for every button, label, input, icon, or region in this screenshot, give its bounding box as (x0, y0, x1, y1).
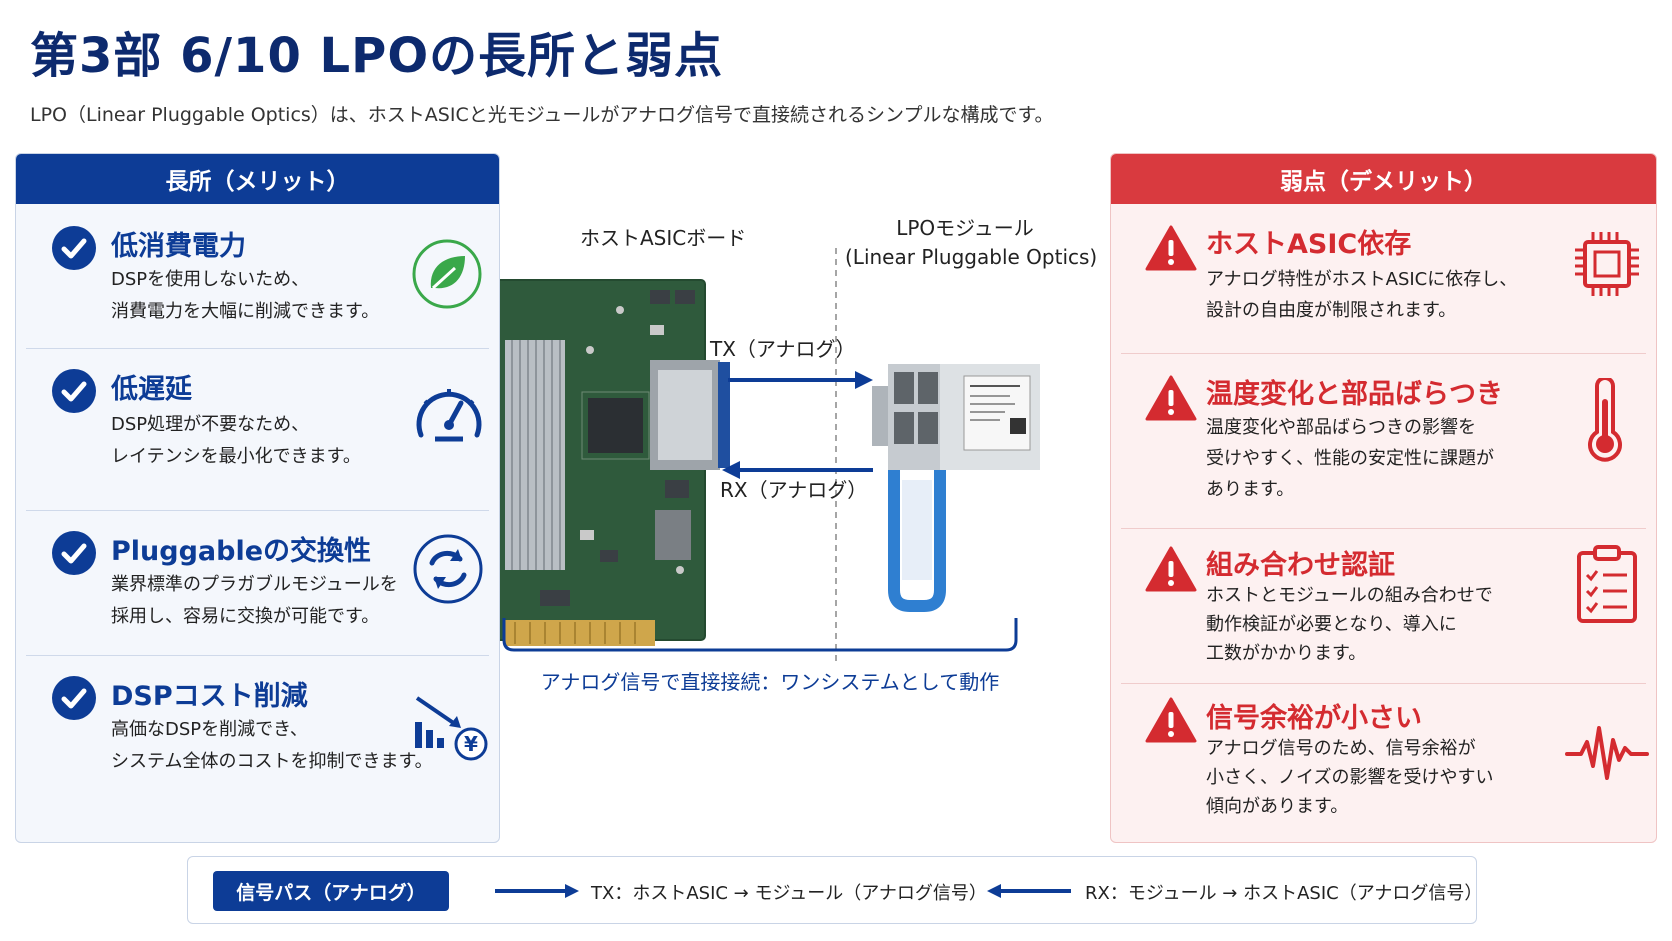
merit-title: 低消費電力 (111, 231, 246, 262)
check-icon (52, 226, 96, 270)
weakness-item: ホストASIC依存 アナログ特性がホストASICに依存し、設計の自由度が制限され… (1121, 204, 1646, 354)
lpo-connection-diagram: ホストASICボード LPOモジュール (Linear Pluggable Op… (500, 150, 1110, 750)
warning-icon (1145, 545, 1197, 593)
weakness-body: アナログ信号のため、信号余裕が小さく、ノイズの影響を受けやすい傾向があります。 (1206, 738, 1494, 817)
checklist-icon (1575, 543, 1639, 629)
merit-title: 低遅延 (111, 374, 192, 405)
tx-arrow-right (495, 884, 579, 898)
weakness-title: 組み合わせ認証 (1206, 550, 1395, 581)
weaknesses-header: 弱点（デメリット） (1111, 154, 1656, 204)
merit-item: DSPコスト削減 高価なDSPを削減でき、システム全体のコストを抑制できます。 … (26, 656, 491, 842)
weakness-item: 信号余裕が小さい アナログ信号のため、信号余裕が小さく、ノイズの影響を受けやすい… (1121, 684, 1649, 842)
tx-path-text: TX：ホストASIC → モジュール（アナログ信号） (591, 883, 987, 904)
warning-icon (1145, 374, 1197, 422)
merit-body: 高価なDSPを削減でき、システム全体のコストを抑制できます。 (111, 719, 433, 772)
merit-body: DSPを使用しないため、消費電力を大幅に削減できます。 (111, 269, 380, 322)
speedometer-icon (411, 379, 487, 449)
check-icon (52, 369, 96, 413)
weakness-title: ホストASIC依存 (1206, 229, 1412, 260)
swap-icon (412, 533, 484, 609)
leaf-icon (411, 238, 483, 314)
heatsink (505, 340, 565, 570)
page-subtitle: LPO（Linear Pluggable Optics）は、ホストASICと光モ… (30, 104, 1054, 126)
cost-down-icon: ¥ (411, 684, 491, 768)
merit-body: DSP処理が不要なため、レイテンシを最小化できます。 (111, 414, 361, 467)
merit-item: Pluggableの交換性 業界標準のプラガブルモジュールを採用し、容易に交換が… (26, 511, 489, 656)
host-asic-board (500, 279, 730, 646)
check-icon (52, 531, 96, 575)
host-board-label: ホストASICボード (580, 226, 747, 250)
weakness-body: 温度変化や部品ばらつきの影響を受けやすく、性能の安定性に課題があります。 (1206, 417, 1494, 500)
weakness-item: 組み合わせ認証 ホストとモジュールの組み合わせで動作検証が必要となり、導入に工数… (1121, 529, 1646, 684)
rx-arrow-left (987, 884, 1071, 898)
warning-icon (1145, 696, 1197, 744)
weakness-title: 温度変化と部品ばらつき (1206, 379, 1503, 410)
lpo-module (872, 364, 1040, 612)
tx-label: TX（アナログ） (710, 337, 856, 361)
waveform-icon (1565, 720, 1649, 788)
merit-title: DSPコスト削減 (111, 681, 308, 712)
weaknesses-panel: 弱点（デメリット） ホストASIC依存 アナログ特性がホストASICに依存し、設… (1110, 153, 1657, 843)
merit-item: 低遅延 DSP処理が不要なため、レイテンシを最小化できます。 (26, 349, 489, 511)
warning-icon (1145, 224, 1197, 272)
weakness-title: 信号余裕が小さい (1206, 703, 1422, 734)
weakness-item: 温度変化と部品ばらつき 温度変化や部品ばらつきの影響を受けやすく、性能の安定性に… (1121, 354, 1646, 529)
module-label: LPOモジュール (Linear Pluggable Optics) (845, 216, 1098, 269)
merit-title: Pluggableの交換性 (111, 536, 372, 567)
signal-path-bar: 信号パス（アナログ） TX：ホストASIC → モジュール（アナログ信号） RX… (187, 856, 1482, 924)
chip-icon (1571, 228, 1643, 304)
merits-header: 長所（メリット） (16, 154, 499, 204)
signal-path-pill: 信号パス（アナログ） (213, 871, 449, 911)
merit-body: 業界標準のプラガブルモジュールを採用し、容易に交換が可能です。 (111, 574, 398, 627)
rx-path-text: RX：モジュール → ホストASIC（アナログ信号） (1085, 883, 1483, 904)
merit-item: 低消費電力 DSPを使用しないため、消費電力を大幅に削減できます。 (26, 204, 489, 349)
merits-panel: 長所（メリット） 低消費電力 DSPを使用しないため、消費電力を大幅に削減できま… (15, 153, 500, 843)
rx-label: RX（アナログ） (720, 478, 868, 502)
diagram-caption: アナログ信号で直接接続：ワンシステムとして動作 (540, 670, 1000, 694)
page-title: 第3部 6/10 LPOの長所と弱点 (30, 28, 724, 84)
thermometer-icon (1583, 376, 1627, 466)
check-icon (52, 676, 96, 720)
weakness-body: アナログ特性がホストASICに依存し、設計の自由度が制限されます。 (1206, 269, 1518, 321)
weakness-body: ホストとモジュールの組み合わせで動作検証が必要となり、導入に工数がかかります。 (1206, 585, 1493, 664)
diagram-graphics (500, 248, 1040, 662)
svg-text:¥: ¥ (464, 732, 478, 756)
